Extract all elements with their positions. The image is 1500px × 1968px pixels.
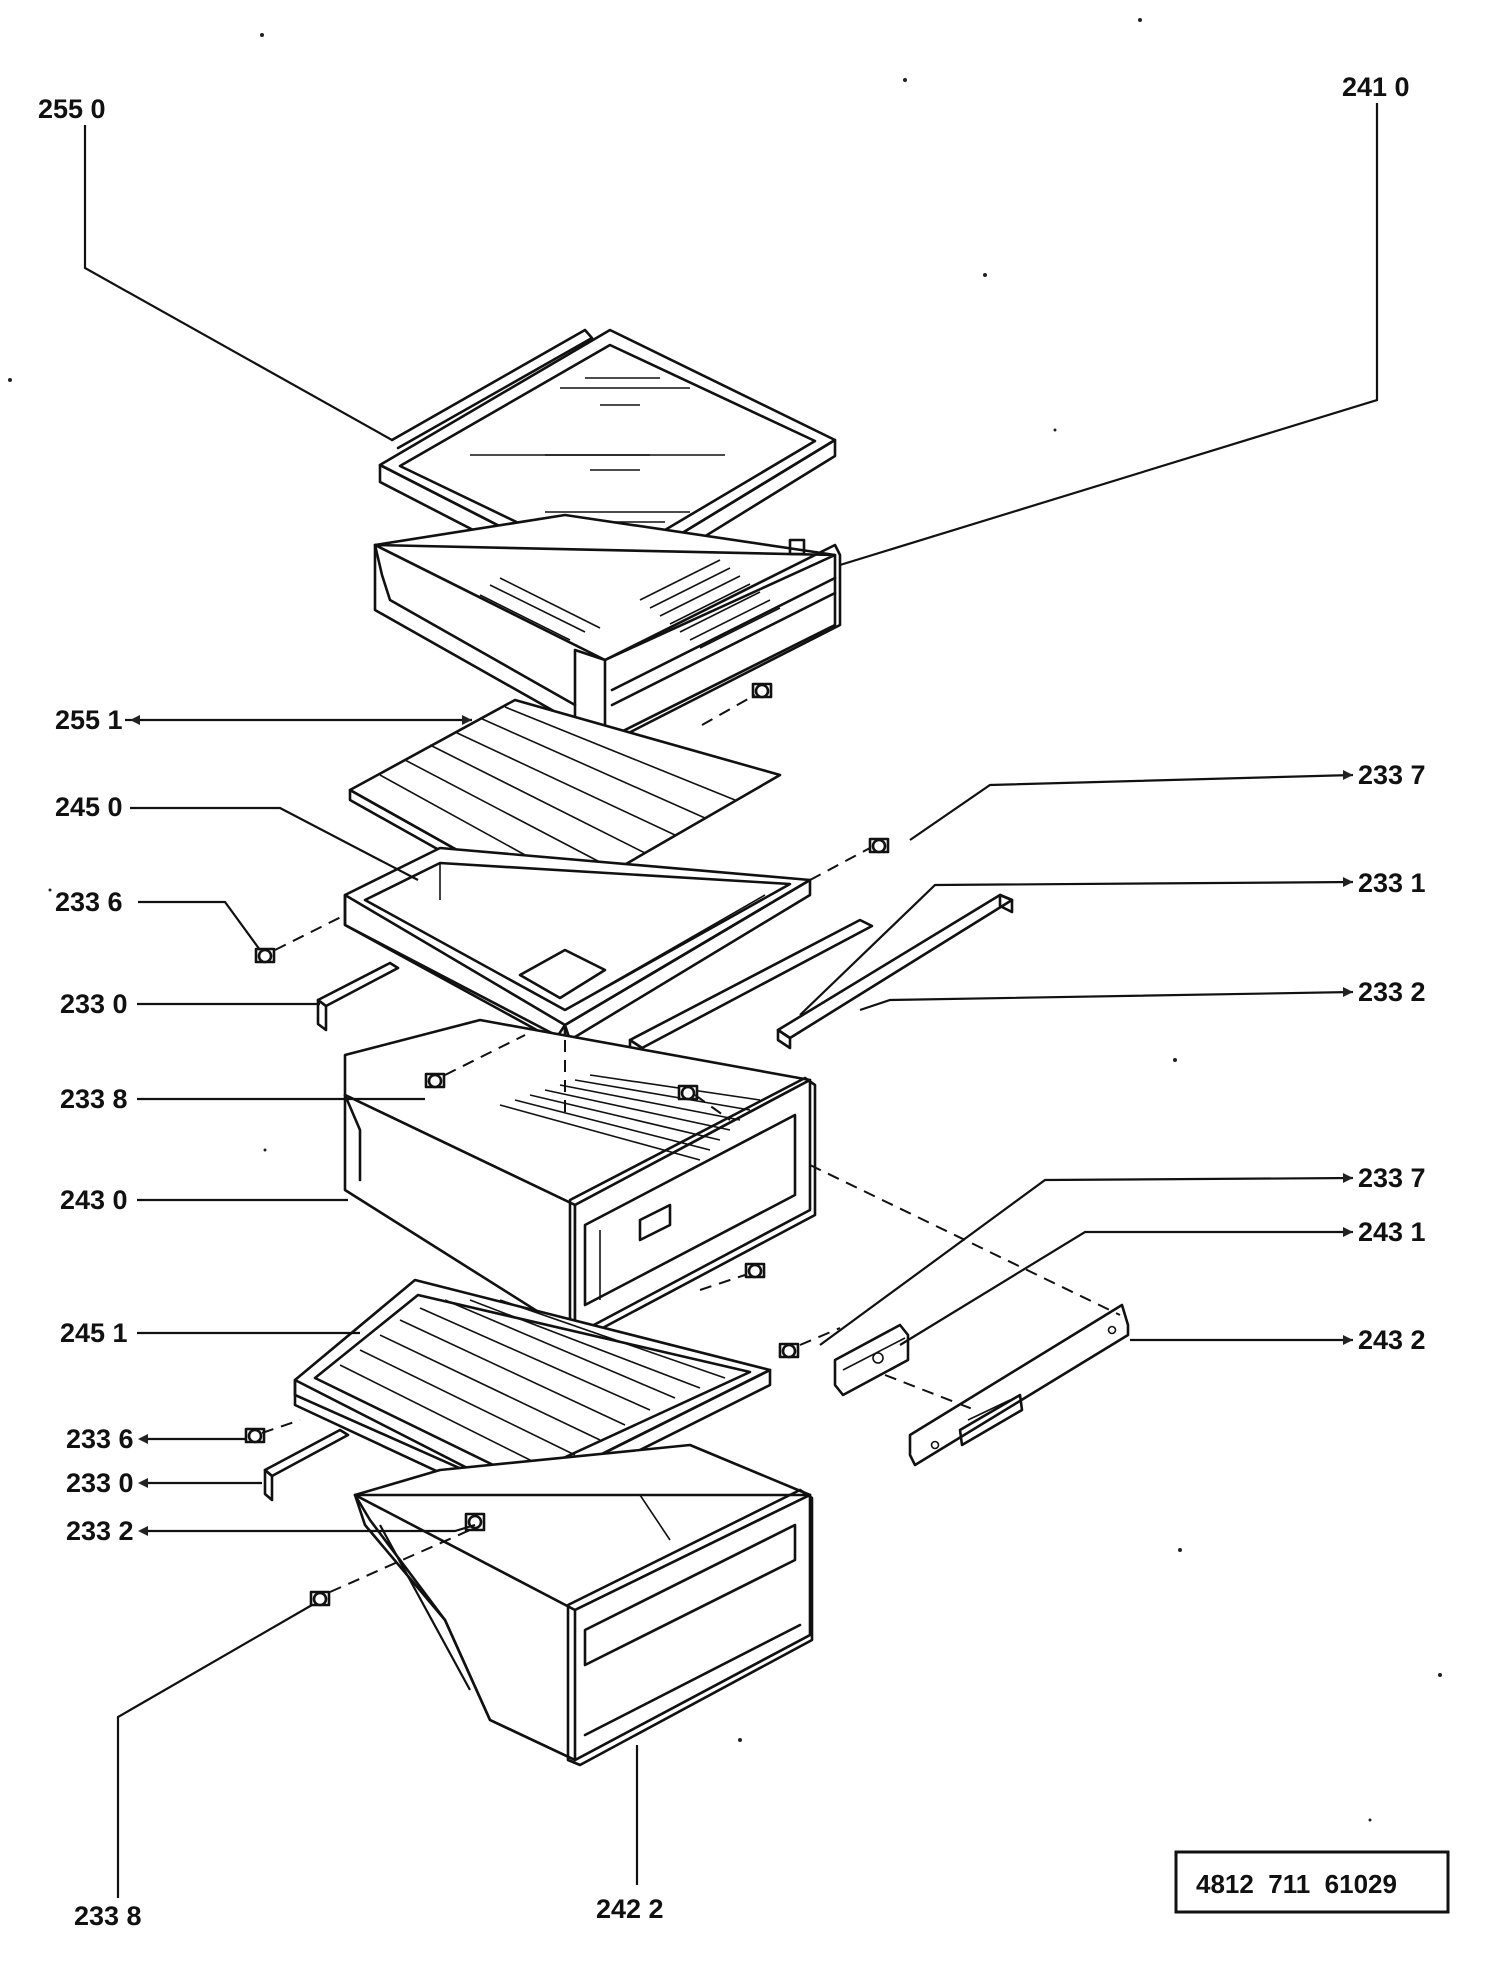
- leader-2332b-tail: [379, 1524, 471, 1691]
- label-2338a: 233 8: [60, 1084, 128, 1114]
- leader-2337b: [819, 1176, 1354, 1346]
- leader-2336a: [138, 900, 261, 951]
- label-2450: 245 0: [55, 792, 123, 822]
- clip-2336-upper: [254, 947, 276, 964]
- label-2431: 243 1: [1358, 1217, 1426, 1247]
- leader-2550: [83, 125, 393, 441]
- scan-specks: [8, 18, 1442, 1822]
- label-2551: 255 1: [55, 705, 123, 735]
- clip-2338-lower: [309, 1590, 331, 1607]
- clip-drawer-right: [744, 1262, 766, 1279]
- leader-lines: [83, 103, 1379, 1898]
- leader-2338b: [116, 1604, 313, 1898]
- clip-2337-lower: [778, 1342, 800, 1359]
- callout-labels: 255 0 241 0 255 1 245 0 233 7 233 6 233 …: [38, 72, 1426, 1931]
- leader-2450: [130, 806, 419, 881]
- leader-2431: [899, 1230, 1353, 1346]
- label-2451: 245 1: [60, 1318, 128, 1348]
- part-trim-plate: [908, 1303, 1130, 1467]
- label-2410: 241 0: [1342, 72, 1410, 102]
- label-2432: 243 2: [1358, 1325, 1426, 1355]
- part-mid-crisper-drawer: [343, 1018, 817, 1342]
- label-2330b: 233 0: [66, 1468, 134, 1498]
- label-2550: 255 0: [38, 94, 106, 124]
- part-side-rail-left-lower: [263, 1428, 350, 1502]
- part-clips: [244, 682, 890, 1607]
- drawing-code-box: 4812 711 61029: [1174, 1850, 1450, 1914]
- clip-2337-upper: [868, 837, 890, 854]
- part-ribbed-shelf: [348, 698, 782, 917]
- assembly-dashed-lines: [261, 694, 1121, 1593]
- clip-upper-right: [751, 682, 773, 699]
- leader-2332b: [145, 1523, 476, 1533]
- part-shelf-frame-upper: [343, 846, 812, 1042]
- label-2422: 242 2: [596, 1894, 664, 1924]
- part-lower-shelf: [293, 1278, 772, 1512]
- label-2337a: 233 7: [1358, 760, 1426, 790]
- leader-2337a: [909, 773, 1354, 841]
- part-side-rail-far: [776, 893, 1014, 1050]
- label-2336a: 233 6: [55, 887, 123, 917]
- label-2338b: 233 8: [74, 1901, 142, 1931]
- clip-inner-drawer: [677, 1084, 699, 1101]
- label-2331: 233 1: [1358, 868, 1426, 898]
- label-2330a: 233 0: [60, 989, 128, 1019]
- label-2337b: 233 7: [1358, 1163, 1426, 1193]
- leader-2410: [839, 103, 1379, 567]
- part-side-rail-left-upper: [316, 961, 400, 1032]
- label-2332a: 233 2: [1358, 977, 1426, 1007]
- label-2430: 243 0: [60, 1185, 128, 1215]
- part-handle-insert: [833, 1323, 910, 1397]
- leader-2331: [799, 880, 1354, 1016]
- drawing-code: 4812 711 61029: [1196, 1869, 1397, 1899]
- leader-2332a: [859, 990, 1354, 1012]
- label-2336b: 233 6: [66, 1424, 134, 1454]
- leader-arrowheads: [130, 715, 1353, 1536]
- clip-2336-lower: [244, 1427, 266, 1444]
- label-2332b: 233 2: [66, 1516, 134, 1546]
- part-upper-tray: [373, 513, 842, 747]
- clip-2338-upper: [424, 1072, 446, 1089]
